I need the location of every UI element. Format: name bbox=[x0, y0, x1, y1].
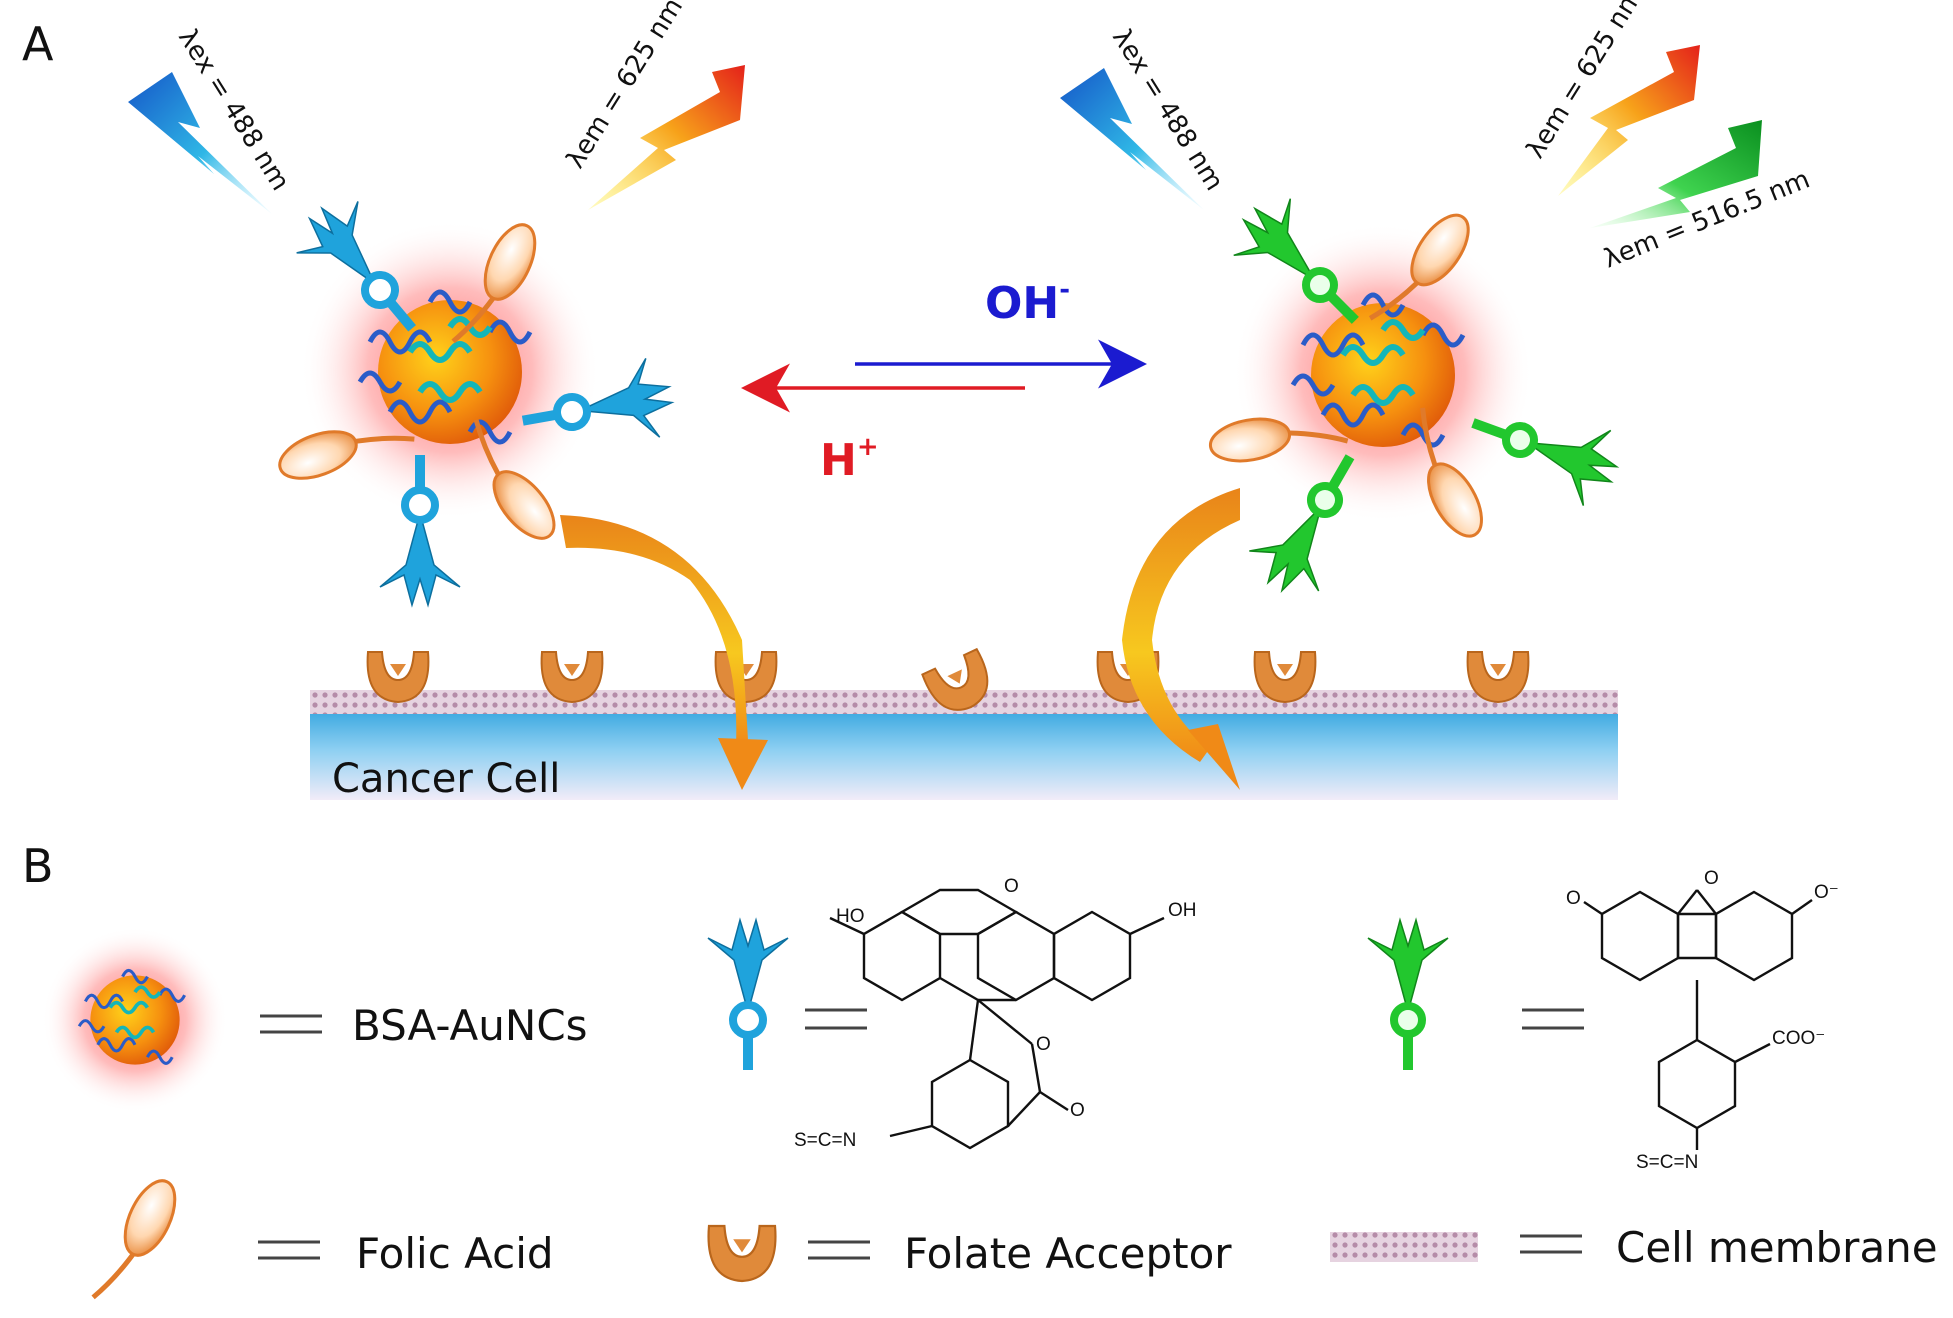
nanocluster-right bbox=[1207, 186, 1628, 607]
nanocluster-left bbox=[274, 188, 678, 605]
chem-ho: HO bbox=[836, 906, 865, 927]
structure-fitc-closed bbox=[829, 888, 1165, 1150]
legend-cell-membrane-icon bbox=[1330, 1232, 1478, 1262]
emission-bolt-right-green bbox=[1590, 120, 1762, 228]
oh-label: OH- bbox=[985, 275, 1070, 329]
chem-scn-left: S=C=N bbox=[794, 1130, 856, 1151]
emission-bolt-right-red bbox=[1558, 45, 1700, 196]
legend-folic-acid-icon bbox=[91, 1173, 185, 1313]
legend-bsa-aunc-icon bbox=[42, 927, 228, 1113]
emission-bolt-left bbox=[588, 65, 745, 210]
equals-sign bbox=[808, 1240, 870, 1260]
equals-sign bbox=[260, 1014, 322, 1034]
uptake-arrow-right bbox=[1122, 488, 1240, 790]
legend-green-probe-icon bbox=[1368, 920, 1448, 1070]
chem-o-lactone: O bbox=[1036, 1034, 1051, 1055]
emission-label-right-red: λem = 625 nm bbox=[1520, 0, 1649, 164]
legend-blue-probe-icon bbox=[708, 920, 788, 1070]
equals-sign bbox=[805, 1008, 867, 1030]
chem-scn-right: S=C=N bbox=[1636, 1152, 1698, 1173]
chem-o-carbonyl: O bbox=[1070, 1100, 1085, 1121]
chem-o-keto: O bbox=[1566, 888, 1581, 909]
excitation-bolt-left bbox=[128, 72, 272, 214]
legend-folate-acceptor-label: Folate Acceptor bbox=[904, 1229, 1232, 1278]
chem-coo: COO⁻ bbox=[1772, 1028, 1825, 1049]
equals-sign bbox=[1522, 1008, 1584, 1030]
chem-oh: OH bbox=[1168, 900, 1197, 921]
uptake-arrow-left bbox=[560, 515, 768, 790]
panel-label-b: B bbox=[22, 839, 54, 893]
legend-folic-acid-label: Folic Acid bbox=[356, 1229, 554, 1278]
legend-bsa-aunc-label: BSA-AuNCs bbox=[352, 1001, 588, 1050]
chem-o-minus: O⁻ bbox=[1814, 882, 1839, 903]
panel-label-a: A bbox=[22, 17, 54, 71]
cancer-cell bbox=[310, 710, 1618, 800]
equals-sign bbox=[258, 1240, 320, 1260]
legend-cell-membrane-label: Cell membrane bbox=[1616, 1223, 1938, 1272]
equals-sign bbox=[1520, 1234, 1582, 1254]
excitation-bolt-right bbox=[1060, 68, 1204, 210]
structure-fitc-open bbox=[1583, 889, 1813, 1150]
cancer-cell-label: Cancer Cell bbox=[332, 756, 560, 802]
h-label: H+ bbox=[820, 432, 879, 486]
chem-o-ring: O bbox=[1004, 876, 1019, 897]
chem-o-ring: O bbox=[1704, 868, 1719, 889]
legend-folate-acceptor-icon bbox=[707, 1224, 777, 1283]
